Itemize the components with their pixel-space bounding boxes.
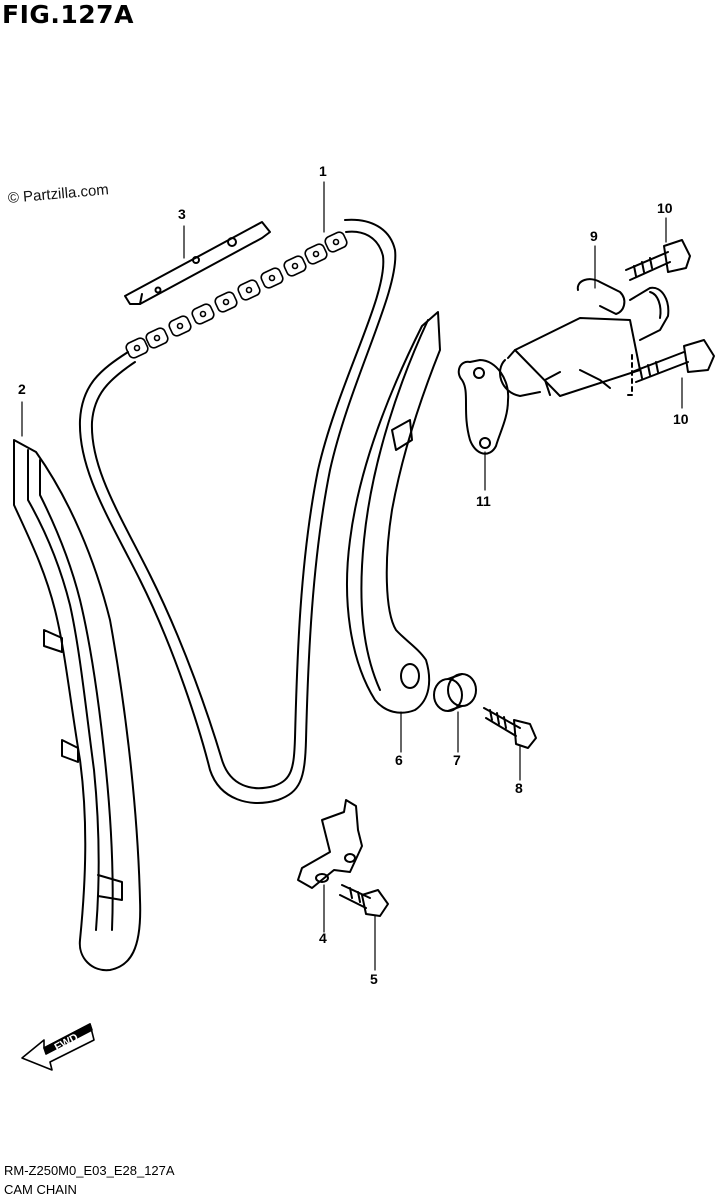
cam-chain-inner-loop [90,230,385,790]
cam-chain-links [125,231,348,359]
bushing-no7[interactable] [433,673,477,712]
callout-4: 4 [319,930,327,946]
callout-10-upper: 10 [657,200,673,216]
callout-5: 5 [370,971,378,987]
callout-10-lower: 10 [673,411,689,427]
section-name: CAM CHAIN [4,1182,77,1197]
bolt-no10-upper[interactable] [625,239,691,281]
callout-8: 8 [515,780,523,796]
callout-6: 6 [395,752,403,768]
cam-chain[interactable] [78,218,397,804]
bolt-no10-lower[interactable] [631,339,715,383]
gasket-no11[interactable] [457,359,510,455]
callout-11: 11 [476,493,491,509]
chain-tensioner-no9[interactable] [499,278,670,397]
callout-9: 9 [590,228,598,244]
leader-lines [21,181,683,971]
bolt-no5[interactable] [339,884,389,917]
callout-1: 1 [319,163,327,179]
callout-2: 2 [18,381,26,397]
callout-3: 3 [178,206,186,222]
chain-guide-no3[interactable] [124,221,271,305]
drawing-code: RM-Z250M0_E03_E28_127A [4,1163,175,1178]
chain-guide-no2[interactable] [13,439,142,972]
figure-title: FIG.127A [2,0,134,29]
cam-chain-outer-loop [78,218,397,804]
callout-7: 7 [453,752,461,768]
bracket-no4[interactable] [297,799,363,889]
fwd-arrow [21,1023,95,1071]
bolt-no8[interactable] [483,707,537,749]
chain-guide-no6[interactable] [346,311,441,714]
